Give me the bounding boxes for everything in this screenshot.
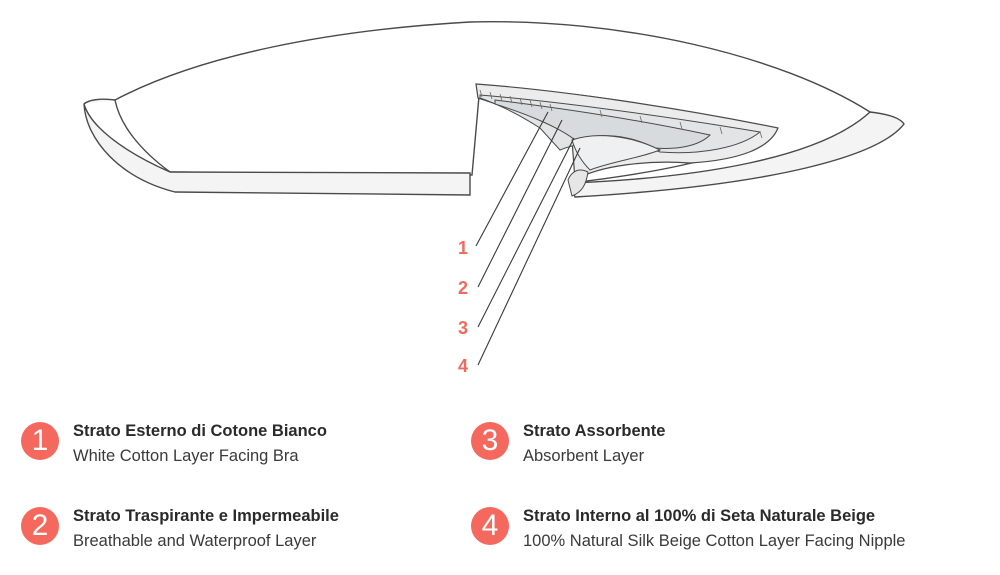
legend-item-1: 1 Strato Esterno di Cotone Bianco White … bbox=[21, 420, 327, 468]
legend-item-3: 3 Strato Assorbente Absorbent Layer bbox=[471, 420, 665, 468]
legend-item-4: 4 Strato Interno al 100% di Seta Natural… bbox=[471, 505, 905, 553]
diagram-label-3: 3 bbox=[458, 318, 468, 338]
breast-pad-layer-diagram: 1 2 3 4 bbox=[83, 21, 905, 376]
pad-inner-rim bbox=[567, 169, 589, 197]
legend-subtitle-4: 100% Natural Silk Beige Cotton Layer Fac… bbox=[523, 532, 906, 550]
legend-badge-2: 2 bbox=[21, 507, 59, 545]
legend-title-4: Strato Interno al 100% di Seta Naturale … bbox=[523, 507, 876, 525]
legend-title-2: Strato Traspirante e Impermeabile bbox=[73, 507, 339, 525]
legend-subtitle-3: Absorbent Layer bbox=[523, 447, 645, 465]
diagram-label-4: 4 bbox=[458, 356, 468, 376]
layer-silk bbox=[571, 135, 662, 171]
legend-title-3: Strato Assorbente bbox=[523, 422, 666, 440]
legend-item-2: 2 Strato Traspirante e Impermeabile Brea… bbox=[21, 505, 339, 553]
pad-right-rim bbox=[569, 111, 905, 198]
leader-lines bbox=[475, 111, 581, 366]
legend-subtitle-2: Breathable and Waterproof Layer bbox=[73, 532, 317, 550]
cut-edge-hatch bbox=[479, 89, 763, 139]
legend-subtitle-1: White Cotton Layer Facing Bra bbox=[73, 447, 299, 465]
legend-badge-3: 3 bbox=[471, 422, 509, 460]
legend-badge-4: 4 bbox=[471, 507, 509, 545]
legend-badge-1: 1 bbox=[21, 422, 59, 460]
legend-title-1: Strato Esterno di Cotone Bianco bbox=[73, 422, 327, 440]
diagram-label-2: 2 bbox=[458, 278, 468, 298]
pad-left-rim bbox=[83, 98, 471, 196]
diagram-label-1: 1 bbox=[458, 238, 468, 258]
